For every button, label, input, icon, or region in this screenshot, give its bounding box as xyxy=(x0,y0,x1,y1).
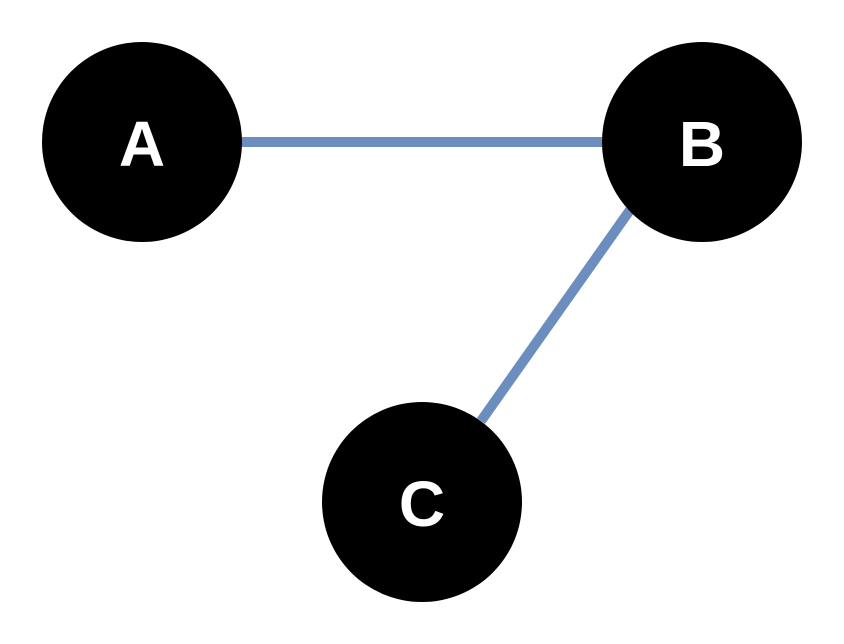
nodes-layer: A B C xyxy=(42,42,802,602)
edges-layer xyxy=(241,137,635,424)
node-a: A xyxy=(42,42,242,242)
node-a-label: A xyxy=(119,108,165,180)
node-b: B xyxy=(602,42,802,242)
node-b-label: B xyxy=(679,108,725,180)
node-c-label: C xyxy=(399,468,445,540)
node-c: C xyxy=(322,402,522,602)
edge-b-c xyxy=(476,207,635,424)
